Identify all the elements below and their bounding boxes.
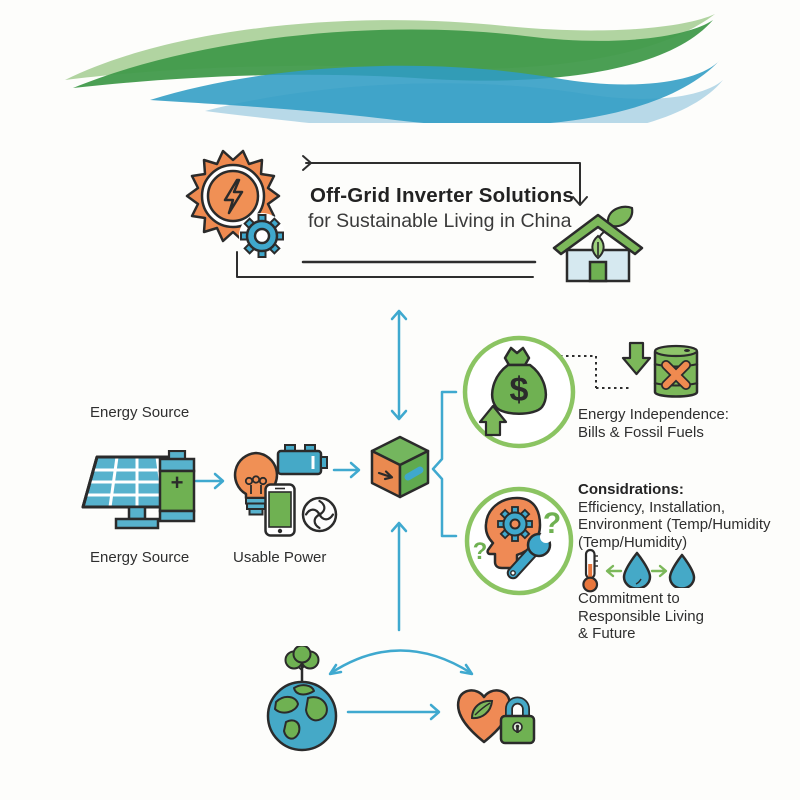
commitment-text: Commitment to Responsible Living & Futur…: [578, 590, 704, 642]
battery-horizontal-icon: [276, 444, 328, 476]
heart-lock-group: [456, 689, 536, 745]
eco-house-icon: [552, 205, 644, 283]
battery-plus-sign: +: [171, 470, 184, 495]
small-left-arrow-icon: [605, 564, 623, 578]
dollar-sign: $: [510, 371, 529, 409]
energy-source-bottom-label: Energy Source: [90, 549, 190, 566]
padlock-icon: [499, 696, 536, 745]
page-subtitle: for Sustainable Living in China: [308, 210, 572, 232]
water-drop-icon: [622, 551, 652, 588]
question-mark-left: ?: [473, 538, 488, 565]
cube-arrow-glyph: [377, 470, 394, 481]
energy-source-top-label: Energy Source: [90, 404, 190, 421]
sun-gear-bolt-icon: [185, 149, 285, 259]
fan-icon: [301, 496, 338, 533]
brace-connector: [431, 390, 458, 538]
oil-barrel-crossed-icon: [653, 344, 699, 398]
small-right-arrow-icon: [650, 564, 668, 578]
inverter-cube-icon: [370, 435, 430, 499]
barrel-x-mark: [661, 360, 691, 390]
wrench-icon: [506, 531, 552, 580]
up-arrow-block-icon: [478, 404, 508, 437]
wave-banner: [65, 14, 723, 123]
globe-tree-icon: [266, 646, 338, 752]
water-drop-icon: [668, 553, 696, 588]
arc-earth-heart: [329, 649, 473, 675]
page-title: Off-Grid Inverter Solutions: [310, 184, 574, 207]
battery-vertical-icon: +: [158, 450, 196, 523]
considerations-circle: ? ?: [464, 486, 574, 596]
flow-arrows: [194, 309, 474, 721]
considerations-text: Considrations: Efficiency, Installation,…: [578, 481, 771, 551]
blue-gear-icon: [240, 214, 284, 258]
usable-power-label: Usable Power: [233, 549, 327, 566]
smartphone-icon: [264, 483, 296, 537]
energy-independence-circle: $: [462, 335, 576, 449]
down-arrow-block-icon: [621, 341, 652, 376]
question-mark-right: ?: [543, 507, 561, 540]
head-gear-cog: [497, 506, 533, 542]
title-frame-arrow: [236, 155, 588, 278]
thermometer-icon: [582, 548, 599, 593]
energy-independence-text: Energy Independence: Bills & Fossil Fuel…: [578, 406, 729, 441]
continents: [274, 684, 328, 740]
cube-link-glyph: [404, 466, 424, 481]
money-bag-icon: $: [491, 346, 547, 415]
